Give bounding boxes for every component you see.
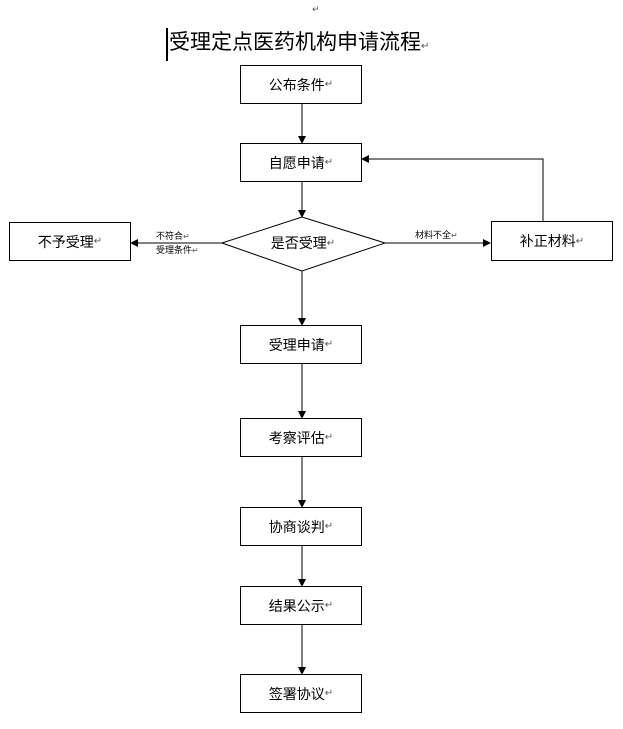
step-label: 不予受理: [37, 234, 94, 251]
page-title-text: 受理定点医药机构申请流程: [169, 30, 421, 54]
step-reject: 不予受理↵: [9, 222, 131, 261]
paragraph-mark: ↵: [326, 237, 336, 249]
paragraph-mark: ↵: [324, 432, 334, 443]
edge-label-text: 不符合: [156, 232, 184, 242]
step-label: 考察评估: [268, 430, 325, 447]
paragraph-mark: ↵: [451, 231, 458, 240]
edge-label-text: 受理条件: [156, 246, 193, 256]
decision-accept-or-not: 是否受理↵: [262, 230, 344, 256]
page-title: 受理定点医药机构申请流程↵: [166, 28, 429, 61]
paragraph-mark: ↵: [421, 41, 430, 52]
edge-label-not-meet-line1: 不符合↵: [156, 231, 190, 243]
paragraph-mark: ↵: [93, 236, 103, 247]
paragraph-mark: ↵: [324, 79, 334, 90]
paragraph-mark: ↵: [324, 521, 334, 532]
step-negotiate: 协商谈判↵: [240, 507, 362, 546]
paragraph-mark: ↵: [183, 232, 190, 241]
step-publish-conditions: 公布条件↵: [240, 65, 362, 104]
step-label: 协商谈判: [268, 519, 325, 536]
step-label: 补正材料: [519, 234, 576, 250]
step-evaluate: 考察评估↵: [240, 418, 362, 457]
step-publicize-result: 结果公示↵: [240, 586, 362, 625]
paragraph-mark: ↵: [324, 688, 334, 699]
paragraph-mark: ↵: [324, 339, 334, 350]
edge-label-materials-incomplete: 材料不全↵: [415, 230, 458, 242]
paragraph-mark: ↵: [192, 246, 199, 255]
step-supplement-materials: 补正材料↵: [491, 221, 613, 261]
decision-label: 是否受理: [270, 236, 327, 252]
edge-label-not-meet-line2: 受理条件↵: [156, 245, 199, 257]
top-paragraph-mark: ↵: [312, 5, 320, 15]
step-label: 签署协议: [268, 686, 325, 703]
decision-diamond: [220, 216, 387, 272]
step-label: 自愿申请: [268, 155, 325, 172]
paragraph-mark: ↵: [575, 235, 585, 247]
step-sign-agreement: 签署协议↵: [240, 674, 362, 713]
step-label: 受理申请: [268, 337, 325, 354]
arrow-supplement-apply: [361, 155, 544, 221]
paragraph-mark: ↵: [324, 600, 334, 611]
step-label: 结果公示: [268, 598, 325, 615]
paragraph-mark: ↵: [324, 157, 334, 168]
step-label: 公布条件: [268, 77, 325, 94]
step-accept-application: 受理申请↵: [240, 325, 362, 364]
step-voluntary-apply: 自愿申请↵: [240, 143, 362, 182]
edge-label-text: 材料不全: [415, 231, 452, 241]
